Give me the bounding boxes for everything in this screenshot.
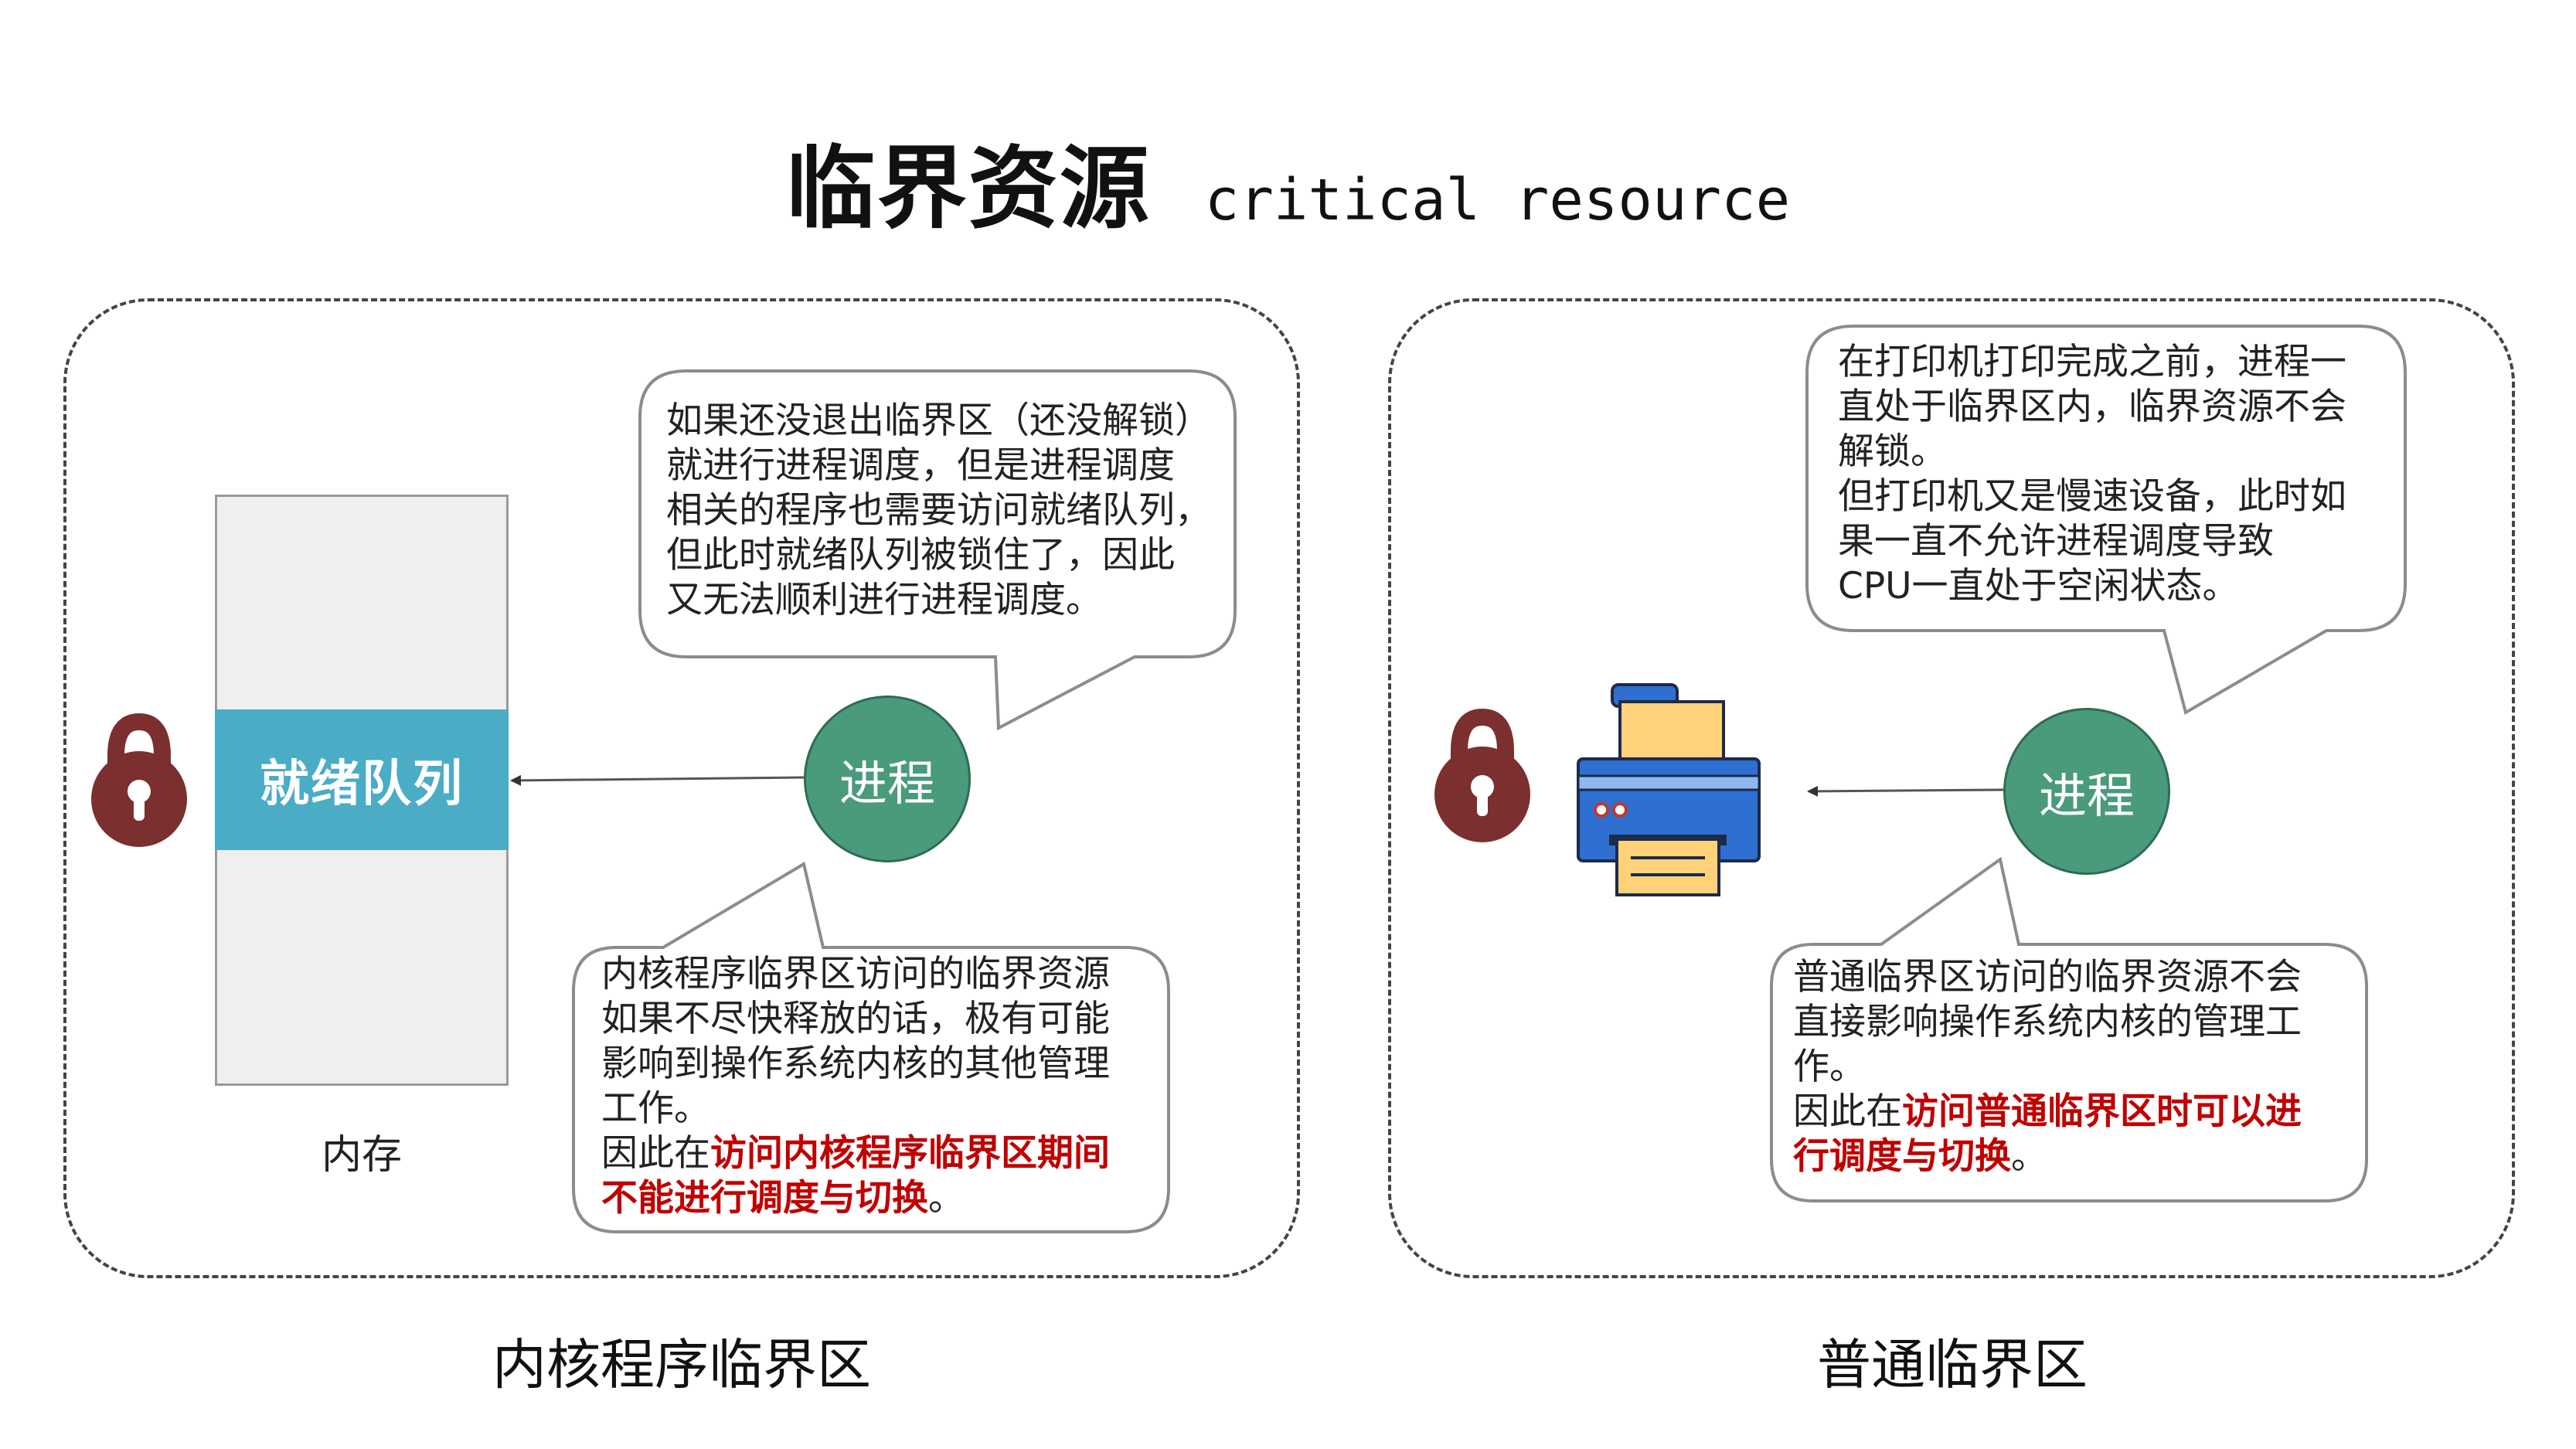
- title-zh: 临界资源: [785, 136, 1151, 241]
- left-top-speech-bubble: [638, 369, 1237, 731]
- bubble-conclusion-line: 行调度与切换。: [1793, 1134, 2302, 1179]
- bubble-line: 但此时就绪队列被锁住了，因此: [666, 534, 1175, 577]
- bubble-line: 但打印机又是慢速设备，此时如: [1838, 475, 2346, 518]
- page-title: 临界资源 critical resource: [0, 116, 2576, 246]
- bubble-line: CPU一直处于空闲状态。: [1838, 565, 2239, 607]
- printer-icon: [1577, 683, 1761, 896]
- normal-critical-section-panel: [1388, 298, 2515, 1278]
- conclusion-suffix: 。: [928, 1177, 965, 1219]
- left-top-bubble-text: 如果还没退出临界区（还没解锁） 就进行进程调度，但是进程调度 相关的程序也需要访…: [666, 399, 1211, 623]
- right-bottom-bubble-text: 普通临界区访问的临界资源不会 直接影响操作系统内核的管理工 作。 因此在访问普通…: [1793, 955, 2302, 1179]
- bubble-line: 如果不尽快释放的话，极有可能: [601, 998, 1110, 1040]
- bubble-line: 在打印机打印完成之前，进程一: [1838, 341, 2346, 383]
- arrow-icon: [510, 774, 805, 786]
- bubble-line: 相关的程序也需要访问就绪队列，: [666, 489, 1211, 532]
- conclusion-prefix: 因此在: [1793, 1090, 1902, 1133]
- right-top-bubble-text: 在打印机打印完成之前，进程一 直处于临界区内，临界资源不会 解锁。 但打印机又是…: [1838, 340, 2346, 609]
- bubble-line: 工作。: [601, 1087, 710, 1130]
- normal-critical-section-label: 普通临界区: [1817, 1333, 2088, 1396]
- bubble-conclusion-line: 不能进行调度与切换。: [601, 1176, 1110, 1221]
- left-bottom-bubble-text: 内核程序临界区访问的临界资源 如果不尽快释放的话，极有可能 影响到操作系统内核的…: [601, 952, 1110, 1221]
- arrow-icon: [1807, 785, 2004, 797]
- highlight-text: 不能进行调度与切换: [601, 1177, 928, 1219]
- highlight-text: 行调度与切换: [1793, 1135, 2011, 1178]
- bubble-conclusion-line: 因此在访问普通临界区时可以进: [1793, 1090, 2302, 1134]
- kernel-critical-section-label: 内核程序临界区: [492, 1333, 871, 1396]
- bubble-conclusion-line: 因此在访问内核程序临界区期间: [601, 1131, 1110, 1176]
- conclusion-suffix: 。: [2011, 1135, 2047, 1178]
- bubble-line: 直处于临界区内，临界资源不会: [1838, 386, 2346, 428]
- bubble-line: 又无法顺利进行进程调度。: [666, 579, 1102, 621]
- bubble-line: 直接影响操作系统内核的管理工: [1793, 1001, 2302, 1043]
- kernel-critical-section-panel: [63, 298, 1300, 1278]
- right-bottom-speech-bubble: [1770, 856, 2368, 1202]
- left-bottom-speech-bubble: [572, 861, 1170, 1233]
- process-node-left: 进程: [804, 696, 971, 862]
- bubble-line: 作。: [1793, 1046, 1866, 1088]
- bubble-line: 影响到操作系统内核的其他管理: [601, 1043, 1110, 1085]
- lock-icon: [91, 713, 187, 847]
- conclusion-prefix: 因此在: [601, 1132, 710, 1175]
- bubble-line: 果一直不允许进程调度导致: [1838, 520, 2274, 563]
- bubble-line: 解锁。: [1838, 430, 1947, 473]
- bubble-line: 内核程序临界区访问的临界资源: [601, 953, 1110, 995]
- highlight-text: 访问内核程序临界区期间: [710, 1132, 1110, 1175]
- memory-label: 内存: [321, 1132, 402, 1179]
- bubble-line: 就进行进程调度，但是进程调度: [666, 444, 1175, 487]
- ready-queue-block: 就绪队列: [215, 709, 509, 850]
- highlight-text: 访问普通临界区时可以进: [1902, 1090, 2302, 1133]
- lock-icon: [1434, 708, 1530, 842]
- process-node-right: 进程: [2003, 708, 2170, 875]
- bubble-line: 如果还没退出临界区（还没解锁）: [666, 400, 1211, 442]
- title-en: critical resource: [1204, 167, 1791, 233]
- bubble-line: 普通临界区访问的临界资源不会: [1793, 956, 2302, 998]
- right-top-speech-bubble: [1805, 325, 2407, 716]
